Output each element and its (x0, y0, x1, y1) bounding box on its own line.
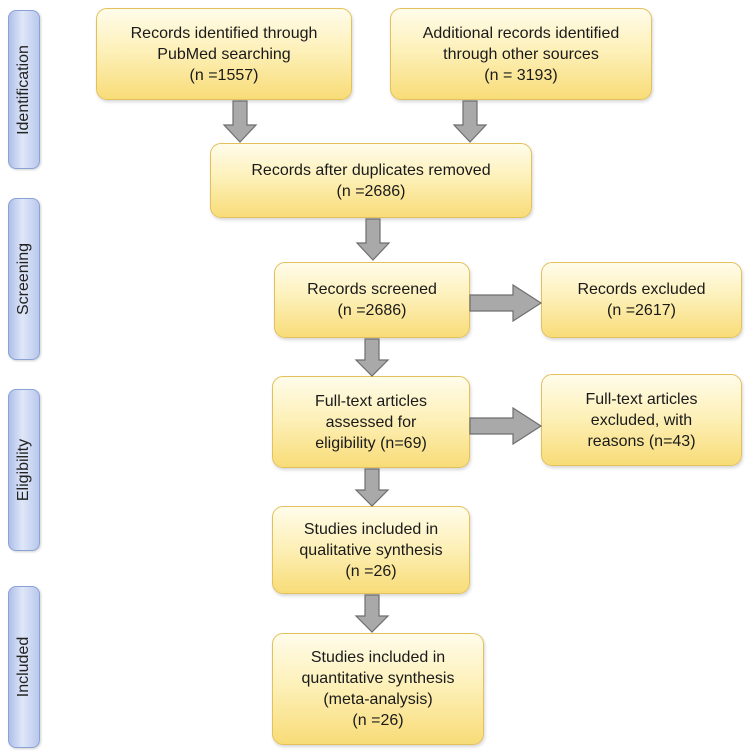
records-excluded-box: Records excluded (n =2617) (541, 262, 742, 338)
down-arrow-screened (354, 338, 390, 377)
right-arrow-fulltext-excluded (469, 406, 543, 446)
down-arrow-duplicates (355, 218, 391, 261)
other-records-text: Additional records identified through ot… (422, 24, 620, 84)
stage-screening-label: Screening (15, 242, 32, 316)
fulltext-excluded-text: Full-text articles excluded, with reason… (585, 390, 698, 450)
after-duplicates-text: Records after duplicates removed (n =268… (251, 161, 491, 200)
down-arrow-other (452, 100, 488, 143)
fulltext-excluded-box: Full-text articles excluded, with reason… (541, 374, 742, 466)
fulltext-assessed-box: Full-text articles assessed for eligibil… (272, 376, 470, 468)
stage-identification: Identification (8, 10, 40, 169)
down-arrow-pubmed (222, 100, 258, 143)
pubmed-records-text: Records identified through PubMed search… (130, 24, 318, 84)
right-arrow-excluded (469, 283, 543, 323)
quantitative-synthesis-text: Studies included in quantitative synthes… (301, 649, 455, 729)
stage-eligibility: Eligibility (8, 389, 40, 551)
pubmed-records-box: Records identified through PubMed search… (96, 8, 352, 100)
down-arrow-fulltext (354, 468, 390, 507)
stage-included-label: Included (15, 636, 32, 698)
qualitative-synthesis-text: Studies included in qualitative synthesi… (299, 520, 443, 580)
records-excluded-text: Records excluded (n =2617) (577, 281, 706, 319)
qualitative-synthesis-box: Studies included in qualitative synthesi… (272, 506, 470, 594)
fulltext-assessed-text: Full-text articles assessed for eligibil… (314, 392, 428, 452)
stage-screening: Screening (8, 198, 40, 360)
other-records-box: Additional records identified through ot… (390, 8, 652, 100)
quantitative-synthesis-box: Studies included in quantitative synthes… (272, 633, 484, 745)
records-screened-box: Records screened (n =2686) (274, 262, 470, 338)
down-arrow-qualitative (354, 594, 390, 633)
after-duplicates-box: Records after duplicates removed (n =268… (210, 143, 532, 218)
records-screened-text: Records screened (n =2686) (307, 281, 437, 319)
stage-included: Included (8, 586, 40, 748)
stage-eligibility-label: Eligibility (15, 438, 32, 502)
stage-identification-label: Identification (15, 44, 32, 135)
